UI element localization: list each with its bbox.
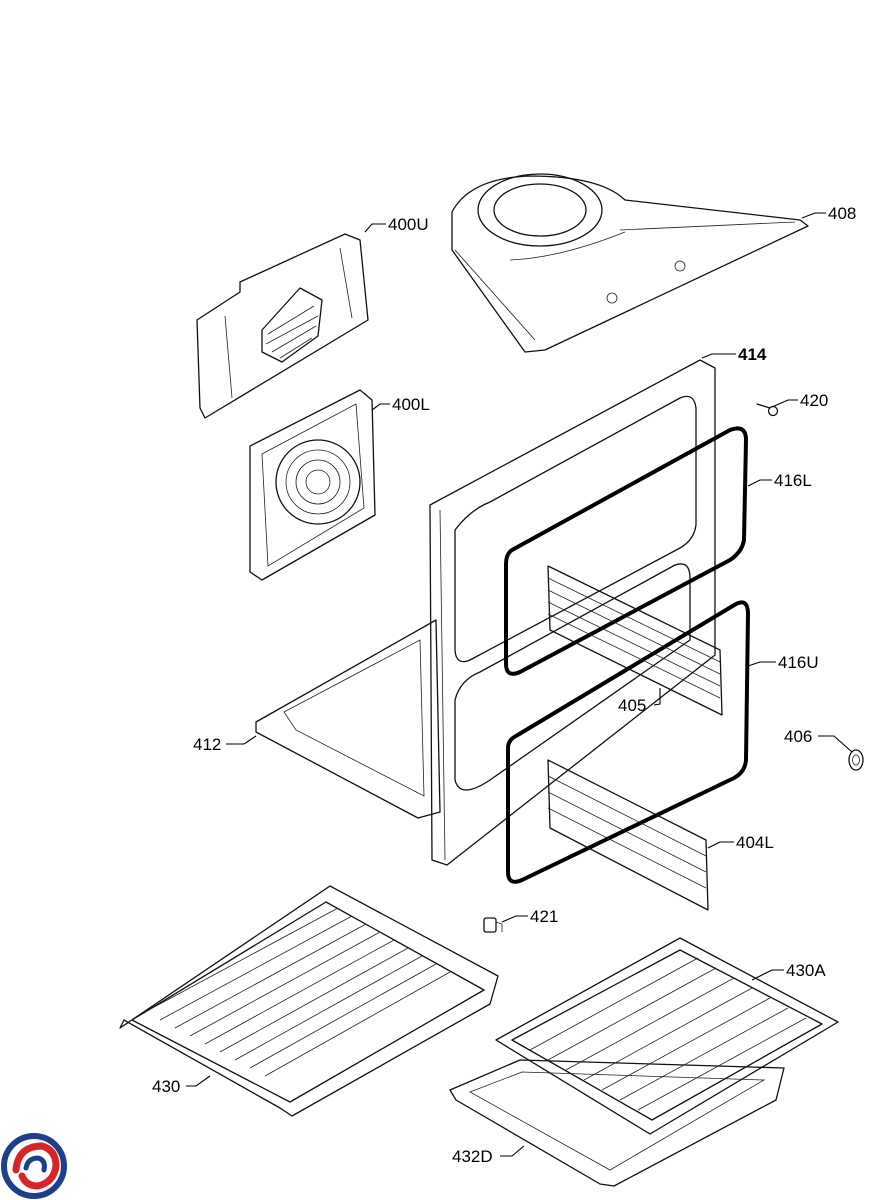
brand-logo — [1, 1133, 67, 1199]
label-416L: 416L — [774, 471, 812, 490]
label-404L: 404L — [736, 833, 774, 852]
label-400U: 400U — [388, 215, 429, 234]
part-421-connector — [483, 917, 503, 933]
part-430-wire-shelf — [119, 885, 499, 1117]
part-400U-rear-cover — [196, 233, 369, 419]
part-400L-fan-cover — [249, 389, 376, 581]
part-labels: 400U 408 414 420 400L 416L 416U 405 412 … — [152, 204, 856, 1166]
label-430: 430 — [152, 1077, 180, 1096]
leader-lines — [186, 212, 853, 1157]
label-406: 406 — [784, 727, 812, 746]
label-408: 408 — [828, 204, 856, 223]
logo-outer-ring — [1, 1133, 67, 1199]
label-420: 420 — [800, 391, 828, 410]
part-405-upper-runner — [547, 565, 723, 716]
logo-inner-swirl — [12, 1142, 60, 1190]
label-430A: 430A — [786, 961, 826, 980]
part-408-top-cover — [451, 173, 809, 353]
label-416U: 416U — [778, 653, 819, 672]
part-416L-seal — [504, 426, 748, 676]
part-414-cavity-panel — [429, 359, 716, 866]
label-400L: 400L — [392, 395, 430, 414]
label-412: 412 — [193, 735, 221, 754]
part-412-bottom-tray — [255, 619, 441, 819]
part-416U-seal — [506, 600, 750, 884]
part-430A-grill-grid — [495, 937, 839, 1135]
part-406-lamp-holder — [848, 749, 864, 771]
label-432D: 432D — [452, 1147, 493, 1166]
label-421: 421 — [530, 907, 558, 926]
label-414: 414 — [738, 345, 767, 364]
label-405: 405 — [618, 696, 646, 715]
part-404L-lower-runner — [547, 759, 709, 911]
part-432D-drip-tray — [449, 1059, 785, 1187]
